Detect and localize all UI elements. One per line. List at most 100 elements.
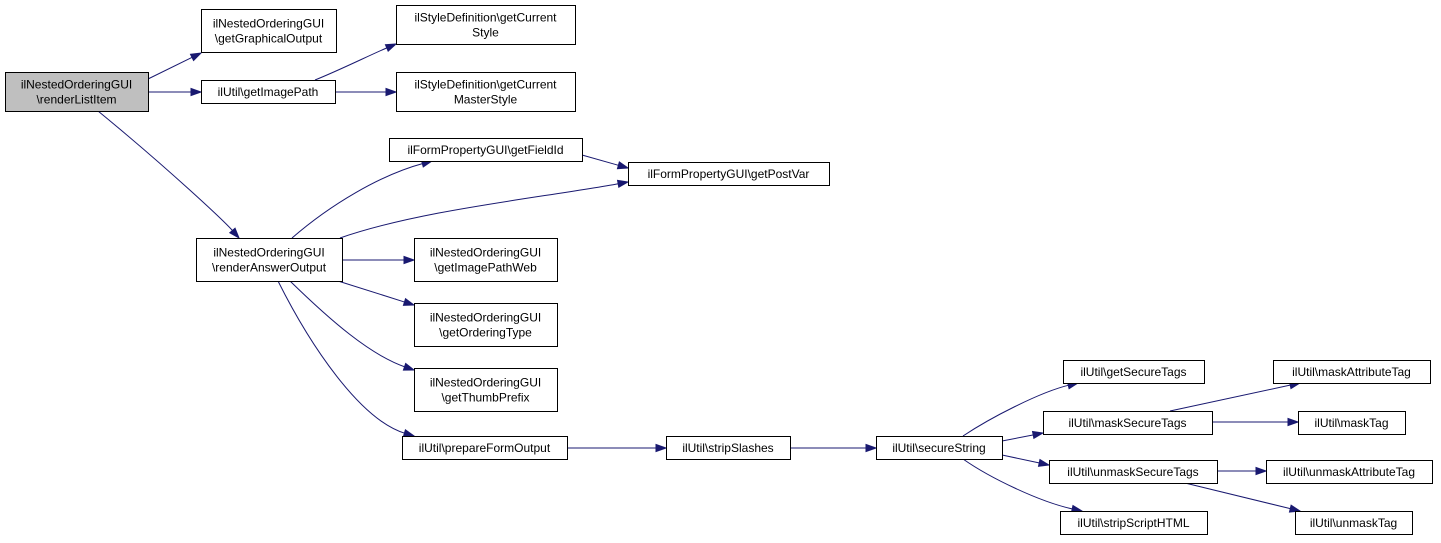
node-label-line: ilUtil\stripSlashes <box>682 441 773 455</box>
node-label-line: ilNestedOrderingGUI <box>430 246 541 260</box>
node-unmaskAttributeTag[interactable]: ilUtil\unmaskAttributeTag <box>1266 460 1433 484</box>
node-box[interactable] <box>201 80 336 104</box>
node-box[interactable] <box>1049 460 1218 484</box>
node-getPostVar[interactable]: ilFormPropertyGUI\getPostVar <box>628 162 830 186</box>
node-label-line: ilNestedOrderingGUI <box>213 17 324 31</box>
edge-line <box>962 458 1074 510</box>
node-maskAttributeTag[interactable]: ilUtil\maskAttributeTag <box>1273 360 1431 384</box>
edge-line <box>962 384 1070 437</box>
node-box[interactable] <box>1273 360 1431 384</box>
node-box[interactable] <box>876 436 1003 460</box>
edge-line <box>147 56 194 80</box>
node-maskSecureTags[interactable]: ilUtil\maskSecureTags <box>1043 411 1213 435</box>
node-label-line: ilUtil\prepareFormOutput <box>419 441 551 455</box>
node-box[interactable] <box>628 162 830 186</box>
edge-unmaskSecureTags-to-unmaskAttributeTag <box>1217 466 1268 476</box>
node-label-line: \getImagePathWeb <box>434 261 537 275</box>
node-box[interactable] <box>414 368 558 412</box>
node-prepareFormOutput[interactable]: ilUtil\prepareFormOutput <box>402 436 568 460</box>
node-box[interactable] <box>389 138 583 162</box>
node-stripSlashes[interactable]: ilUtil\stripSlashes <box>666 436 791 460</box>
node-label-line: ilUtil\secureString <box>892 441 985 455</box>
node-box[interactable] <box>196 238 343 282</box>
edge-line <box>291 162 424 239</box>
node-box[interactable] <box>1043 411 1213 435</box>
edge-line <box>1001 434 1035 442</box>
arrow-head <box>385 87 398 97</box>
edge-line <box>97 110 234 232</box>
arrow-head <box>402 428 416 438</box>
edge-line <box>339 183 620 239</box>
node-label-line: ilFormPropertyGUI\getPostVar <box>648 167 810 181</box>
node-layer: ilNestedOrderingGUI\renderListItemilNest… <box>5 5 1433 535</box>
node-box[interactable] <box>414 303 558 347</box>
node-maskTag[interactable]: ilUtil\maskTag <box>1298 411 1406 435</box>
node-getThumbPrefix[interactable]: ilNestedOrderingGUI\getThumbPrefix <box>414 368 558 412</box>
node-label-line: ilUtil\unmaskTag <box>1310 516 1397 530</box>
node-label-line: ilNestedOrderingGUI <box>21 78 132 92</box>
node-box[interactable] <box>402 436 568 460</box>
node-renderAnswerOutput[interactable]: ilNestedOrderingGUI\renderAnswerOutput <box>196 238 343 282</box>
node-box[interactable] <box>396 5 576 45</box>
node-label-line: ilStyleDefinition\getCurrent <box>414 11 557 25</box>
edge-secureString-to-unmaskSecureTags <box>1001 454 1051 467</box>
node-unmaskSecureTags[interactable]: ilUtil\unmaskSecureTags <box>1049 460 1218 484</box>
arrow-head <box>1031 430 1045 440</box>
edge-stripSlashes-to-secureString <box>790 443 878 453</box>
node-label-line: ilUtil\unmaskAttributeTag <box>1283 465 1415 479</box>
edge-line <box>1184 482 1292 510</box>
node-getFieldId[interactable]: ilFormPropertyGUI\getFieldId <box>389 138 583 162</box>
node-label-line: ilUtil\getSecureTags <box>1080 365 1186 379</box>
arrow-head <box>1288 504 1302 513</box>
node-box[interactable] <box>396 72 576 112</box>
node-box[interactable] <box>1298 411 1406 435</box>
node-label-line: ilStyleDefinition\getCurrent <box>414 78 557 92</box>
arrow-head <box>402 362 416 371</box>
node-label-line: ilFormPropertyGUI\getFieldId <box>407 143 563 157</box>
node-label-line: \renderAnswerOutput <box>212 261 327 275</box>
edge-secureString-to-maskSecureTags <box>1001 430 1045 442</box>
node-label-line: \getThumbPrefix <box>441 391 529 405</box>
arrow-head <box>865 443 878 453</box>
node-getGraphicalOutput[interactable]: ilNestedOrderingGUI\getGraphicalOutput <box>201 9 337 53</box>
node-box[interactable] <box>1266 460 1433 484</box>
node-secureString[interactable]: ilUtil\secureString <box>876 436 1003 460</box>
edge-getImagePath-to-getCurrentMasterStyle <box>335 87 398 97</box>
node-box[interactable] <box>1063 360 1205 384</box>
edge-renderAnswerOutput-to-getImagePathWeb <box>342 255 416 265</box>
node-box[interactable] <box>201 9 337 53</box>
arrow-head <box>616 161 630 170</box>
arrow-head <box>1255 466 1268 476</box>
node-unmaskTag[interactable]: ilUtil\unmaskTag <box>1295 511 1413 535</box>
node-getImagePath[interactable]: ilUtil\getImagePath <box>201 80 336 104</box>
node-getImagePathWeb[interactable]: ilNestedOrderingGUI\getImagePathWeb <box>414 238 558 282</box>
node-label-line: ilUtil\maskTag <box>1314 416 1388 430</box>
node-getSecureTags[interactable]: ilUtil\getSecureTags <box>1063 360 1205 384</box>
edge-layer <box>97 43 1302 513</box>
node-box[interactable] <box>666 436 791 460</box>
node-label-line: \renderListItem <box>36 93 116 107</box>
arrow-head <box>189 52 203 62</box>
node-box[interactable] <box>5 72 149 112</box>
edge-renderAnswerOutput-to-getThumbPrefix <box>289 280 416 371</box>
node-stripScriptHTML[interactable]: ilUtil\stripScriptHTML <box>1060 511 1208 535</box>
node-box[interactable] <box>1295 511 1413 535</box>
node-box[interactable] <box>414 238 558 282</box>
arrow-head <box>190 87 203 97</box>
arrow-head <box>616 179 630 189</box>
node-label-line: ilNestedOrderingGUI <box>430 376 541 390</box>
node-label-line: ilUtil\getImagePath <box>218 85 319 99</box>
arrow-head <box>384 43 398 52</box>
node-box[interactable] <box>1060 511 1208 535</box>
edge-line <box>1001 454 1041 464</box>
edge-line <box>581 154 620 167</box>
edge-renderAnswerOutput-to-getOrderingType <box>337 280 416 306</box>
arrow-head <box>228 227 240 240</box>
edge-renderListItem-to-renderAnswerOutput <box>97 110 240 240</box>
node-getOrderingType[interactable]: ilNestedOrderingGUI\getOrderingType <box>414 303 558 347</box>
node-renderListItem[interactable]: ilNestedOrderingGUI\renderListItem <box>5 72 149 112</box>
edge-line <box>337 280 406 303</box>
arrow-head <box>1037 458 1051 467</box>
